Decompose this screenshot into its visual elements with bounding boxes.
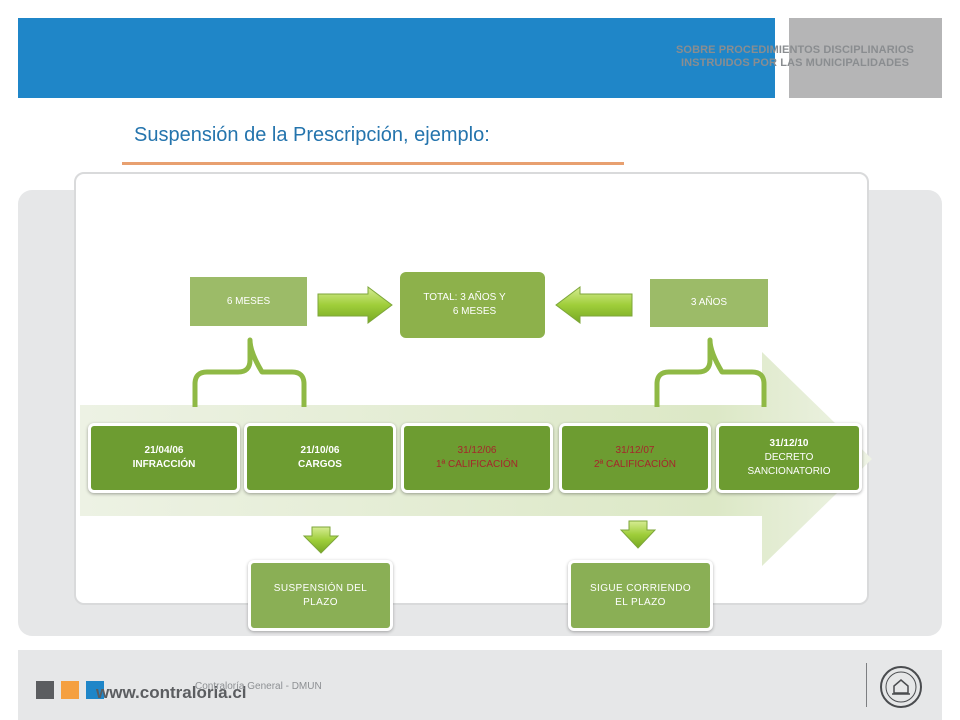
footer-label: Contraloría General - DMUN (195, 681, 322, 692)
footer-divider (866, 663, 867, 707)
footer-square-orange (61, 681, 79, 699)
total-line1: TOTAL: 3 AÑOS Y (423, 292, 506, 303)
timeline-label: CARGOS (298, 459, 342, 470)
green-block-arrow-icon-down-1 (302, 526, 340, 554)
timeline-date: 31/12/06 (457, 445, 497, 456)
footer-square-grey (36, 681, 54, 699)
timeline-date: 31/12/10 (769, 438, 809, 449)
six-months-box: 6 MESES (190, 277, 307, 326)
header-subtitle: SOBRE PROCEDIMIENTOS DISCIPLINARIOS INST… (650, 44, 940, 70)
green-block-arrow-icon-right (317, 286, 393, 324)
header-grey-band (789, 18, 942, 98)
timeline-item-calificacion-1: 31/12/06 1ª CALIFICACIÓN (401, 423, 553, 493)
timeline-date: 21/10/06 (300, 445, 340, 456)
header-subtitle-line2: INSTRUIDOS POR LAS MUNICIPALIDADES (680, 57, 910, 69)
timeline-label: 1ª CALIFICACIÓN (435, 459, 519, 470)
timeline-item-calificacion-2: 31/12/07 2ª CALIFICACIÓN (559, 423, 711, 493)
suspension-label: SUSPENSIÓN DEL PLAZO (273, 582, 368, 608)
timeline-item-decreto: 31/12/10 DECRETO SANCIONATORIO (716, 423, 862, 493)
six-months-label: 6 MESES (226, 295, 271, 307)
header-blue-band (18, 18, 775, 98)
timeline-item-cargos: 21/10/06 CARGOS (244, 423, 396, 493)
footer-square-blue (86, 681, 104, 699)
diagram-card (74, 172, 869, 605)
timeline-date: 31/12/07 (615, 445, 655, 456)
footer-url-link[interactable]: www.contraloria.cl (96, 683, 247, 702)
timeline-label: DECRETO SANCIONATORIO (747, 452, 831, 477)
timeline-item-infraccion: 21/04/06 INFRACCIÓN (88, 423, 240, 493)
three-years-label: 3 AÑOS (690, 297, 728, 308)
total-line2: 6 MESES (452, 306, 497, 317)
three-years-box: 3 AÑOS (650, 279, 768, 327)
continues-box: SIGUE CORRIENDO EL PLAZO (568, 560, 713, 631)
green-block-arrow-icon-left (555, 286, 633, 324)
timeline-label: 2ª CALIFICACIÓN (593, 459, 677, 470)
page-title: Suspensión de la Prescripción, ejemplo: (134, 124, 490, 146)
timeline-label: INFRACCIÓN (132, 459, 196, 470)
footer-bar (18, 650, 942, 720)
total-box: TOTAL: 3 AÑOS Y 6 MESES (400, 272, 545, 338)
brace-right-icon (654, 337, 767, 407)
suspension-box: SUSPENSIÓN DEL PLAZO (248, 560, 393, 631)
header-subtitle-line1: SOBRE PROCEDIMIENTOS DISCIPLINARIOS (676, 44, 914, 56)
title-underline (122, 162, 624, 165)
institution-seal-icon (880, 666, 922, 708)
continues-label: SIGUE CORRIENDO EL PLAZO (589, 582, 691, 608)
green-block-arrow-icon-down-2 (619, 520, 657, 549)
timeline-date: 21/04/06 (144, 445, 184, 456)
brace-left-icon (192, 337, 307, 407)
